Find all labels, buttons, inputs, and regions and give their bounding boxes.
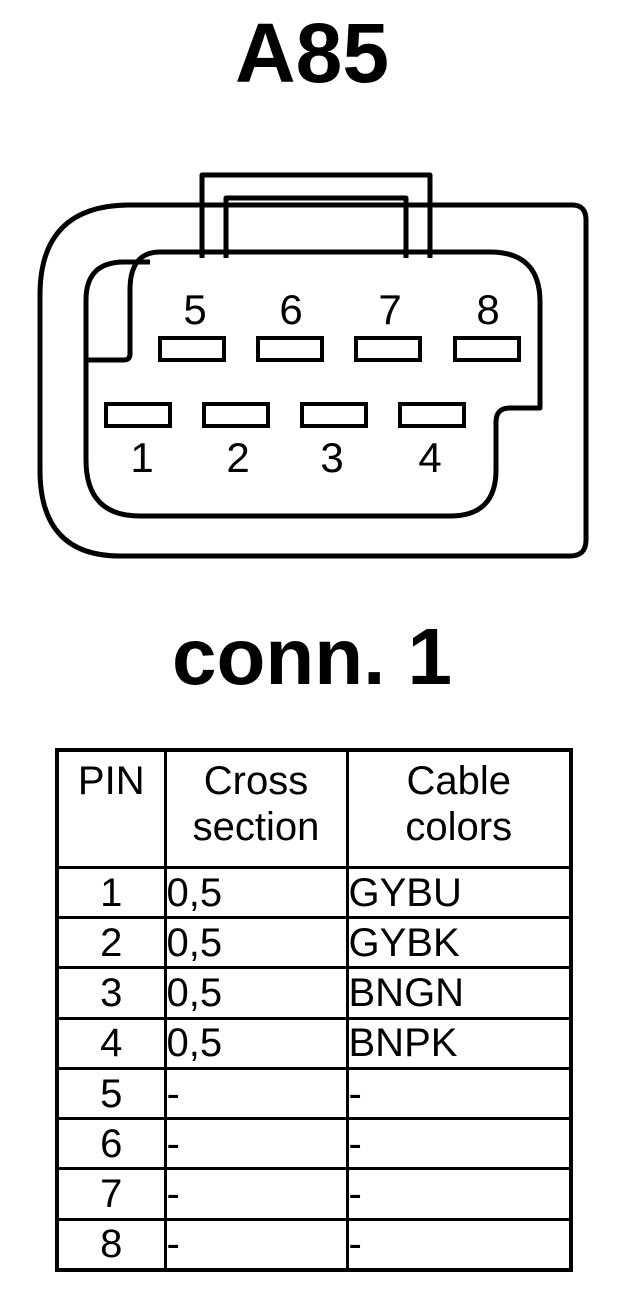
- pin-label-1: 1: [130, 434, 153, 481]
- cell-pin: 1: [55, 865, 167, 920]
- header-cross-section-line-1: Cross: [203, 759, 309, 803]
- table-header-row: PIN Cross section Cable colors: [55, 748, 573, 869]
- terminal-6: [256, 336, 324, 362]
- cell-pin: 2: [55, 916, 167, 970]
- cell-cross-section: -: [163, 1167, 349, 1221]
- pin-label-3: 3: [320, 434, 343, 481]
- diagram-title: A85: [234, 6, 390, 100]
- terminal-2: [202, 402, 270, 428]
- pin-label-6: 6: [279, 286, 302, 333]
- cell-cable-colors: BNPK: [345, 1016, 573, 1070]
- cell-cross-section: -: [163, 1066, 349, 1121]
- cell-cross-section: 0,5: [163, 865, 349, 920]
- terminal-3: [300, 402, 368, 428]
- header-pin: PIN: [55, 748, 167, 869]
- connector-cavity-outline: [83, 249, 543, 519]
- terminal-1: [104, 402, 172, 428]
- cell-pin: 6: [55, 1117, 167, 1171]
- cell-cable-colors: -: [345, 1117, 573, 1171]
- connector-housing-outline: [37, 202, 589, 559]
- pin-label-7: 7: [378, 286, 401, 333]
- terminal-4: [398, 402, 466, 428]
- table-row: 3 0,5 BNGN: [55, 966, 573, 1020]
- cell-pin: 3: [55, 966, 167, 1020]
- pin-label-5: 5: [183, 286, 206, 333]
- cell-cable-colors: -: [345, 1217, 573, 1272]
- cell-cross-section: 0,5: [163, 966, 349, 1020]
- connector-drawing: 5 6 7 8 1 2 3 4: [37, 172, 589, 559]
- connector-latch-inner: [223, 195, 409, 258]
- pin-label-2: 2: [226, 434, 249, 481]
- cell-cable-colors: GYBU: [345, 865, 573, 920]
- pin-label-8: 8: [476, 286, 499, 333]
- cell-cable-colors: -: [345, 1167, 573, 1221]
- table-row: 6 - -: [55, 1117, 573, 1171]
- cell-pin: 5: [55, 1066, 167, 1121]
- cell-pin: 4: [55, 1016, 167, 1070]
- terminal-8: [453, 336, 521, 362]
- header-cable-colors: Cable colors: [345, 748, 573, 869]
- table-row: 4 0,5 BNPK: [55, 1016, 573, 1070]
- cell-cross-section: 0,5: [163, 1016, 349, 1070]
- connector-label: conn. 1: [171, 612, 453, 701]
- cell-cross-section: -: [163, 1217, 349, 1272]
- terminal-5: [158, 336, 226, 362]
- connector-cavity-shoulder: [83, 259, 150, 360]
- cell-cross-section: -: [163, 1117, 349, 1171]
- cell-cable-colors: BNGN: [345, 966, 573, 1020]
- cell-pin: 8: [55, 1217, 167, 1272]
- terminal-7: [354, 336, 422, 362]
- table-row: 1 0,5 GYBU: [55, 865, 573, 920]
- table-row: 2 0,5 GYBK: [55, 916, 573, 970]
- pin-label-4: 4: [418, 434, 441, 481]
- connector-latch: [199, 172, 433, 258]
- cell-cable-colors: GYBK: [345, 916, 573, 970]
- table-row: 7 - -: [55, 1167, 573, 1221]
- top-row-terminals: [158, 336, 521, 362]
- pin-table: PIN Cross section Cable colors 1 0,5 GYB…: [55, 748, 573, 1272]
- header-cable-colors-line-1: Cable: [406, 759, 511, 803]
- table-row: 5 - -: [55, 1066, 573, 1121]
- table-row: 8 - -: [55, 1217, 573, 1272]
- bottom-row-terminals: [104, 402, 466, 428]
- header-cross-section-line-2: section: [192, 805, 320, 849]
- cell-pin: 7: [55, 1167, 167, 1221]
- cell-cross-section: 0,5: [163, 916, 349, 970]
- header-cable-colors-line-2: colors: [405, 805, 513, 849]
- header-cross-section: Cross section: [163, 748, 349, 869]
- cell-cable-colors: -: [345, 1066, 573, 1121]
